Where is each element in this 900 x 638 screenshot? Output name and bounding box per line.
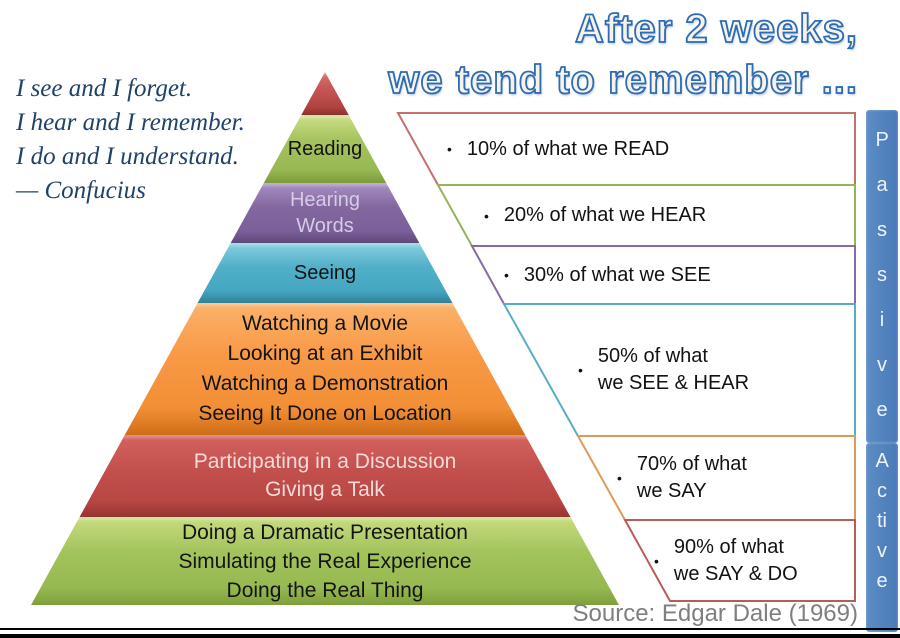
active-bar: Active	[866, 443, 898, 632]
bullet-icon: •	[617, 470, 622, 486]
percent-text: we SEE & HEAR	[597, 372, 750, 394]
quote-attribution: — Confucius	[16, 177, 146, 204]
source-credit: Source: Edgar Dale (1969)	[572, 600, 859, 627]
percent-row-20: • 20% of what we HEAR	[484, 185, 706, 246]
pyramid-layer-doing: Doing a Dramatic Presentation Simulating…	[31, 517, 619, 605]
layer-label: Doing a Dramatic Presentation	[182, 520, 468, 544]
percent-text: 90% of what	[673, 535, 784, 558]
percent-text: we SAY	[636, 480, 707, 502]
confucius-quote: I see and I forget. I hear and I remembe…	[16, 72, 245, 208]
percent-text: 30% of what we SEE	[523, 263, 711, 286]
bullet-icon: •	[447, 141, 452, 157]
layer-label: Simulating the Real Experience	[178, 549, 472, 573]
bullet-icon: •	[504, 267, 509, 283]
quote-line: I see and I forget.	[16, 75, 193, 102]
bullet-icon: •	[578, 362, 583, 378]
percent-text: 10% of what we READ	[466, 137, 670, 160]
pyramid-layer-participating: Participating in a Discussion Giving a T…	[31, 435, 619, 517]
percent-row-30: • 30% of what we SEE	[504, 246, 711, 304]
passive-label: Passive	[875, 129, 889, 421]
percent-row-10: • 10% of what we READ	[447, 113, 669, 185]
bottom-frame-line	[0, 628, 900, 630]
percent-row-70: • 70% of what we SAY	[617, 436, 747, 520]
quote-line: I hear and I remember.	[16, 109, 245, 136]
percent-text: 70% of what	[636, 453, 747, 475]
percent-text: 20% of what we HEAR	[503, 204, 707, 226]
percent-row-50: • 50% of what we SEE & HEAR	[578, 304, 749, 436]
layer-label: Giving a Talk	[265, 478, 385, 501]
layer-label: Watching a Demonstration	[201, 372, 449, 395]
layer-label: Watching a Movie	[241, 312, 409, 335]
title-line-1: After 2 weeks,	[574, 6, 858, 52]
layer-label: Reading	[287, 137, 363, 160]
layer-label: Seeing	[293, 261, 357, 284]
slide-title: After 2 weeks, we tend to remember ...	[387, 4, 858, 106]
title-line-2: we tend to remember ...	[387, 57, 858, 103]
layer-label: Seeing It Done on Location	[198, 402, 452, 425]
bullet-icon: •	[654, 552, 659, 569]
layer-label: Looking at an Exhibit	[227, 342, 423, 365]
percent-text: we SAY & DO	[673, 562, 798, 585]
layer-label: Doing the Real Thing	[226, 578, 424, 602]
layer-label: Participating in a Discussion	[193, 450, 457, 473]
percent-text: 50% of what	[597, 345, 708, 367]
bottom-frame-line	[0, 634, 900, 638]
active-label: Active	[875, 450, 889, 592]
percent-row-90: • 90% of what we SAY & DO	[654, 520, 798, 601]
quote-line: I do and I understand.	[16, 143, 239, 170]
layer-label: Hearing	[289, 189, 361, 211]
layer-label: Words	[296, 215, 354, 237]
pyramid-layer-watching: Watching a Movie Looking at an Exhibit W…	[31, 303, 619, 435]
bullet-icon: •	[484, 207, 489, 224]
passive-bar: Passive	[866, 110, 898, 443]
